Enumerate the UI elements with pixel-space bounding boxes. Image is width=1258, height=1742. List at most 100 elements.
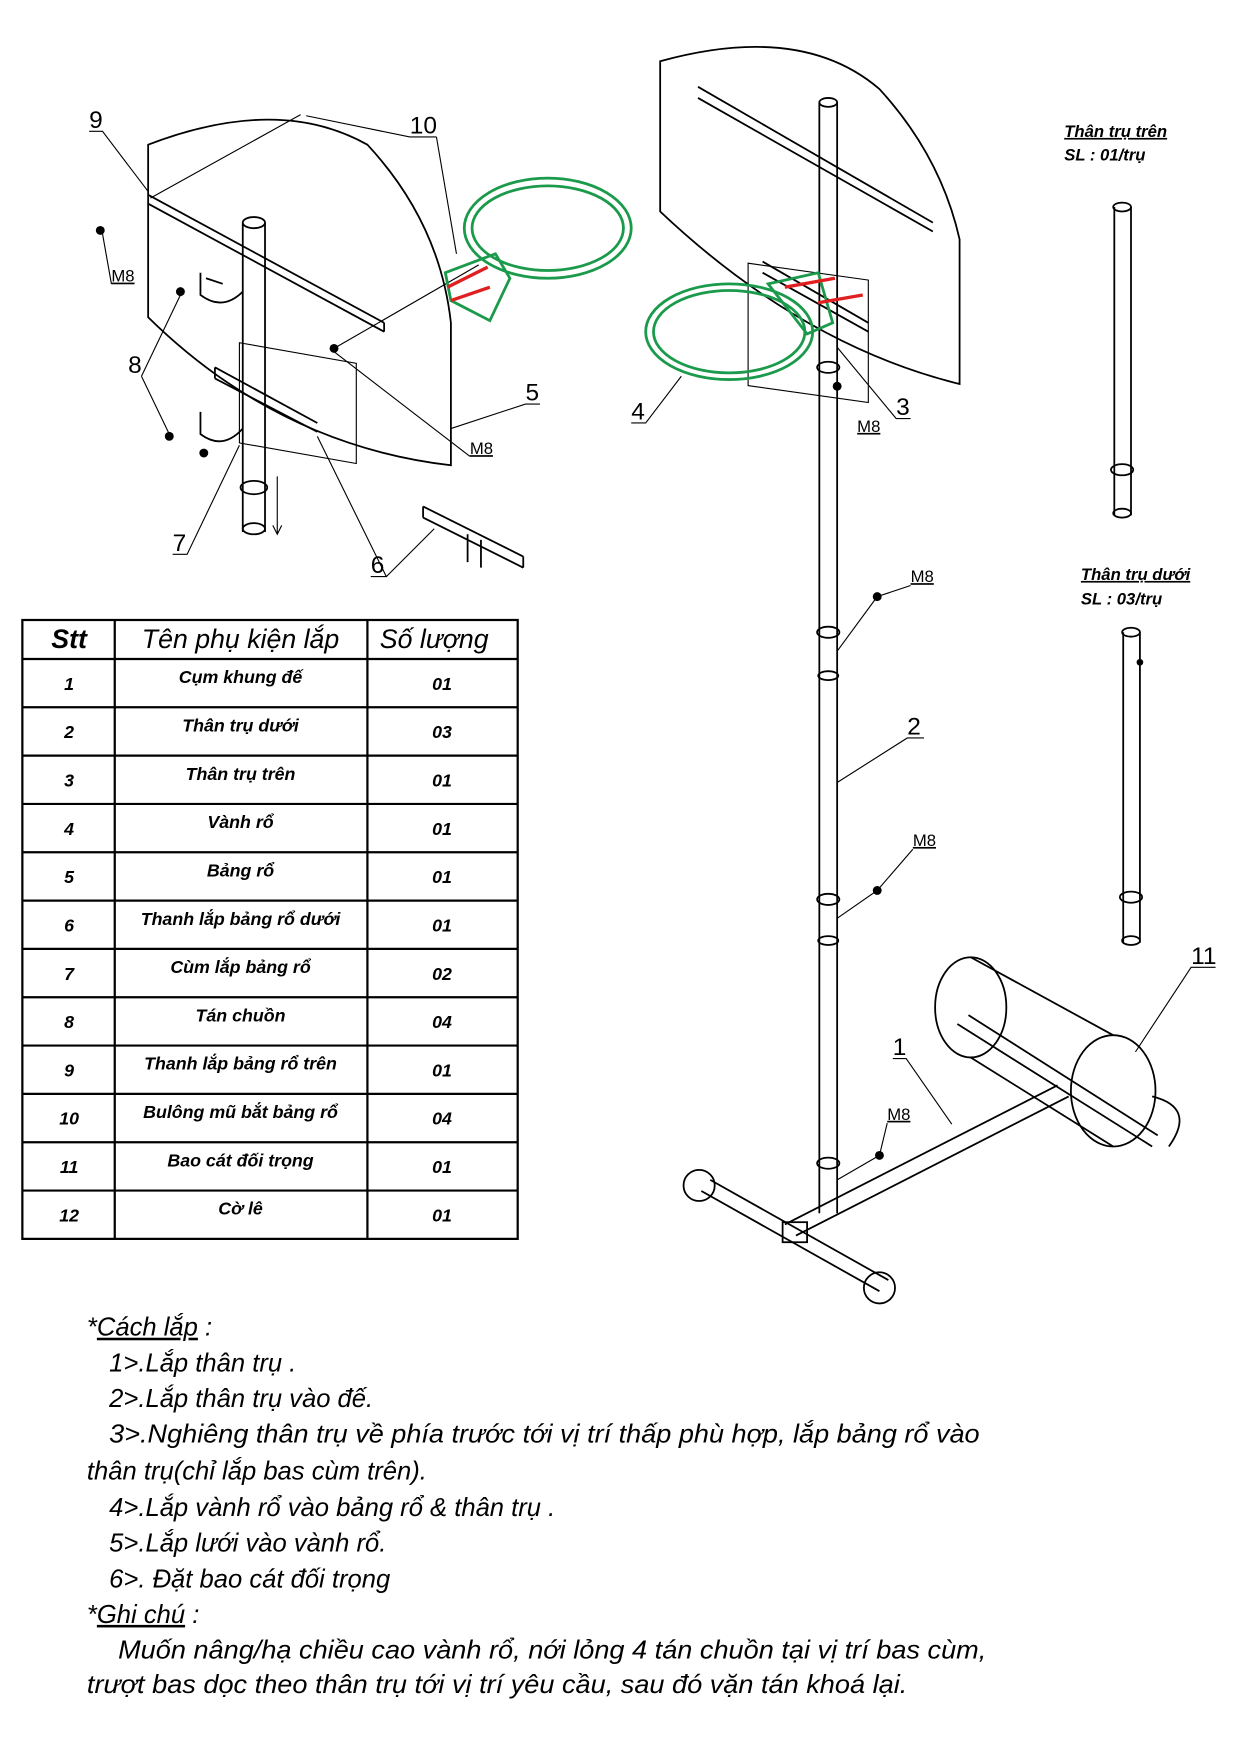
callout-4: 4 — [631, 399, 645, 426]
clamp-lower — [199, 411, 244, 443]
header-name: Tên phụ kiện lắp — [142, 623, 339, 654]
callout-9: 9 — [89, 107, 103, 134]
cell-stt: 5 — [64, 867, 75, 887]
step-5: 5>.Lắp lưới vào vành rổ. — [109, 1529, 386, 1558]
cell-name: Thanh lắp bảng rổ dưới — [141, 908, 342, 929]
step-3: 3>.Nghiêng thân trụ về phía trước tới vị… — [109, 1420, 979, 1449]
cell-qty: 01 — [432, 770, 452, 790]
pole-top — [241, 216, 266, 230]
cell-qty: 01 — [432, 819, 452, 839]
cell-name: Cụm khung đế — [179, 667, 305, 687]
note-heading: *Ghi chú : — [87, 1601, 199, 1629]
callout-2: 2 — [907, 714, 921, 741]
cell-qty: 01 — [432, 1205, 452, 1225]
pole-joint — [816, 1156, 841, 1170]
cell-stt: 11 — [60, 1157, 78, 1177]
cell-qty: 04 — [432, 1109, 452, 1129]
backboard-frame-left — [238, 342, 357, 465]
cell-qty: 03 — [432, 722, 452, 742]
m8-label: M8 — [913, 831, 936, 850]
wing-nut — [175, 287, 185, 297]
pole-top — [818, 97, 839, 108]
cell-qty: 01 — [432, 1060, 452, 1080]
bolt-axis — [150, 114, 480, 349]
sandbag — [934, 956, 1181, 1148]
rim-left — [443, 176, 633, 323]
callout-10: 10 — [410, 113, 437, 140]
note-line-2: trượt bas dọc theo thân trụ tới vị trí y… — [87, 1671, 907, 1699]
cell-name: Thân trụ dưới — [182, 715, 300, 735]
clamp-upper — [199, 272, 244, 304]
cell-name: Vành rổ — [207, 812, 274, 832]
step-2: 2>.Lắp thân trụ vào đế. — [108, 1384, 373, 1413]
m8-label: M8 — [857, 417, 880, 436]
lower-mount-bar — [214, 366, 318, 433]
pole-joint — [817, 935, 840, 946]
assembled-view — [644, 45, 1181, 1305]
part-qty: SL : 03/trụ — [1081, 589, 1162, 608]
callout-6: 6 — [371, 552, 385, 579]
wing-nut — [164, 431, 174, 441]
pole-bottom — [241, 522, 266, 536]
callouts-right: 4 3 2 1 11 M8 M8 M8 M8 — [631, 346, 1217, 1181]
cell-stt: 4 — [63, 819, 74, 839]
cell-stt: 7 — [64, 964, 75, 984]
cell-name: Bảng rổ — [207, 860, 275, 880]
rim-bolts — [784, 276, 864, 305]
rim-bolts — [446, 265, 491, 303]
exploded-backboard-view — [95, 114, 633, 569]
lower-bar-part — [422, 505, 525, 569]
cell-name: Tán chuồn — [196, 1005, 286, 1025]
callout-1: 1 — [893, 1034, 907, 1061]
rim-right — [644, 271, 835, 381]
side-part-lower-pole: Thân trụ dưới SL : 03/trụ — [1081, 565, 1191, 946]
step-6: 6>. Đặt bao cát đối trọng — [109, 1565, 391, 1593]
callout-3: 3 — [896, 394, 910, 421]
m8-label: M8 — [111, 267, 134, 286]
upper-bar-right — [697, 86, 934, 233]
cell-qty: 04 — [432, 1012, 452, 1032]
step-4: 4>.Lắp vành rổ vào bảng rổ & thân trụ . — [109, 1493, 555, 1522]
cell-qty: 01 — [432, 674, 452, 694]
main-pole — [818, 102, 839, 1214]
m8-label: M8 — [470, 439, 493, 458]
pole-joint — [816, 892, 841, 906]
cell-stt: 12 — [59, 1205, 79, 1225]
pole-joint — [816, 625, 841, 639]
note-line-1: Muốn nâng/hạ chiều cao vành rổ, nới lỏng… — [118, 1637, 986, 1665]
wing-nut — [199, 448, 209, 458]
pole-joint — [817, 670, 840, 681]
callout-11: 11 — [1191, 943, 1216, 970]
base-frame — [682, 1014, 1159, 1305]
cell-stt: 8 — [64, 1012, 74, 1032]
pole-left — [241, 222, 266, 533]
instructions-heading: *Cách lắp : — [87, 1313, 212, 1342]
pole-joint — [816, 360, 841, 374]
callouts-left: 9 10 8 5 7 6 M8 M8 — [89, 107, 540, 579]
cell-qty: 02 — [432, 964, 452, 984]
cell-name: Cờ lê — [218, 1199, 263, 1219]
callout-7: 7 — [173, 530, 187, 557]
callout-5: 5 — [525, 380, 539, 407]
header-qty: Số lượng — [380, 624, 489, 654]
step-3-cont: thân trụ(chỉ lắp bas cùm trên). — [87, 1456, 427, 1485]
m8-label: M8 — [911, 567, 934, 586]
m8-label: M8 — [887, 1105, 910, 1124]
cell-stt: 9 — [64, 1060, 74, 1080]
pole-joint — [239, 479, 269, 496]
cell-name: Bao cát đối trọng — [167, 1150, 313, 1170]
m8-bolt — [832, 381, 842, 391]
cell-stt: 2 — [63, 722, 74, 742]
cell-name: Thân trụ trên — [186, 764, 296, 784]
cell-qty: 01 — [432, 1157, 452, 1177]
part-title: Thân trụ dưới — [1081, 565, 1191, 584]
cell-qty: 01 — [432, 867, 452, 887]
down-arrow — [272, 476, 283, 536]
step-1: 1>.Lắp thân trụ . — [109, 1348, 296, 1377]
cell-name: Thanh lắp bảng rổ trên — [144, 1053, 337, 1074]
cell-stt: 6 — [64, 915, 74, 935]
header-stt: Stt — [51, 624, 88, 654]
callout-8: 8 — [128, 352, 142, 379]
